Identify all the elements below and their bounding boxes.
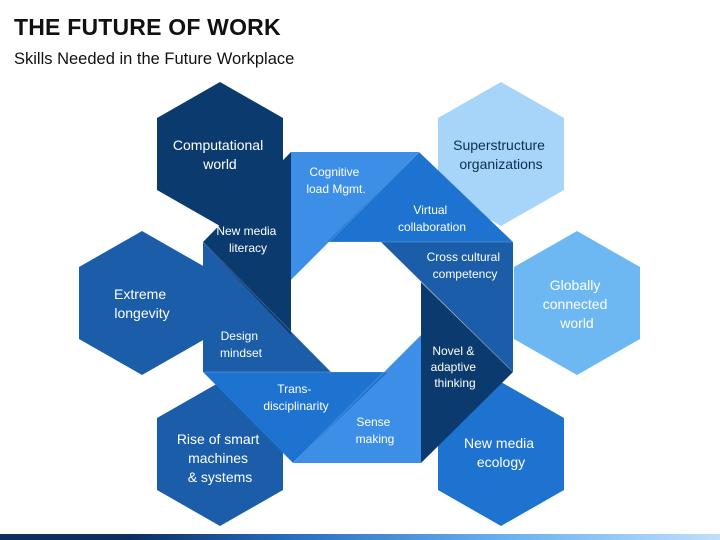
- hexagon-computational-label: Computational world: [173, 137, 267, 172]
- hexagon-superstructure: Superstructure organizations: [438, 82, 564, 226]
- segment-virtual-shape: [327, 152, 513, 242]
- hexagon-longevity-shape: [79, 231, 205, 375]
- segment-novel-shape: [421, 282, 513, 463]
- hexagon-ecology-shape: [438, 382, 564, 526]
- segment-cognitive-label: Cognitive load Mgmt.: [306, 165, 365, 196]
- segment-novel-label: Novel & adaptive thinking: [431, 344, 480, 390]
- segment-new-media-literacy-shape: [203, 152, 291, 335]
- hexagon-globally-label: Globally connected world: [543, 277, 612, 331]
- segment-sense-label: Sense making: [356, 415, 395, 446]
- hexagon-longevity: Extreme longevity: [79, 231, 205, 375]
- hexagon-ecology: New media ecology: [438, 382, 564, 526]
- segment-trans-shape: [203, 372, 388, 463]
- hexagon-computational: Computational world: [157, 82, 283, 226]
- fold-lines: [202, 151, 514, 464]
- hexagon-superstructure-label: Superstructure organizations: [453, 137, 549, 172]
- segment-virtual-label: Virtual collaboration: [398, 203, 466, 234]
- page-title: THE FUTURE OF WORK: [14, 14, 281, 40]
- hexagon-globally: Globally connected world: [514, 231, 640, 375]
- segment-new-media-literacy-label: New media literacy: [216, 224, 279, 255]
- hexagon-computational-shape: [157, 82, 283, 226]
- hexagon-globally-shape: [514, 231, 640, 375]
- page-subtitle: Skills Needed in the Future Workplace: [14, 50, 295, 68]
- segment-design-label: Design mindset: [220, 329, 263, 360]
- hexagon-longevity-label: Extreme longevity: [114, 286, 170, 321]
- segment-trans-label: Trans- disciplinarity: [263, 382, 328, 413]
- segment-cross-cultural-label: Cross cultural competency: [427, 250, 504, 281]
- skill-ring: [202, 151, 514, 464]
- hexagon-machines-label: Rise of smart machines & systems: [177, 431, 263, 485]
- hexagon-ecology-label: New media ecology: [464, 435, 538, 470]
- segment-cross-cultural-shape: [381, 242, 513, 372]
- bottom-accent-bar: [0, 534, 720, 540]
- hexagon-superstructure-shape: [438, 82, 564, 226]
